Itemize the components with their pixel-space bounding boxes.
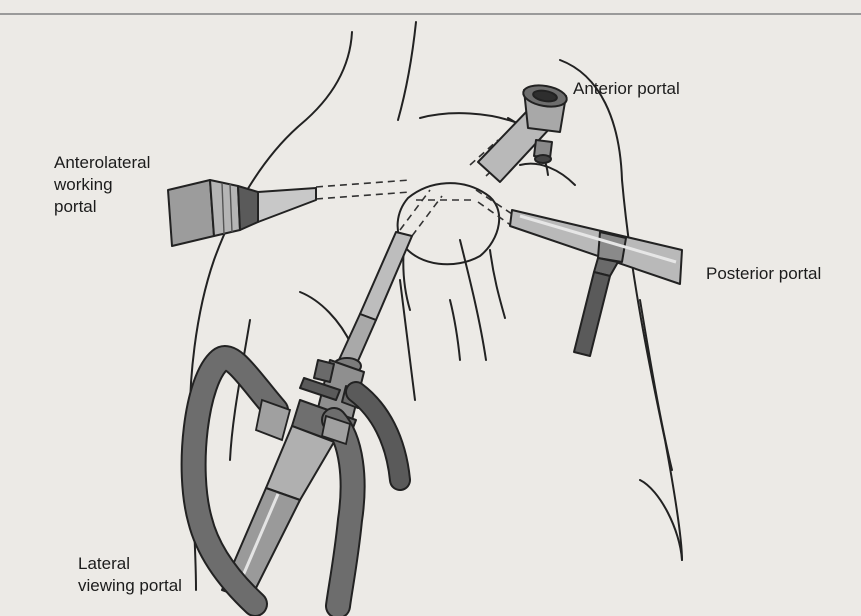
internal-paths [316, 140, 512, 236]
fold-line [450, 300, 460, 360]
posterior-internal-path-2 [478, 202, 512, 226]
anterolateral-internal-path [316, 180, 410, 187]
back-contour-right [560, 60, 682, 560]
anterolateral-portal-label-line-3: portal [54, 196, 150, 218]
anterolateral-internal-path-2 [316, 192, 410, 199]
lateral-internal-path-2 [412, 196, 442, 236]
anterolateral-portal-label-line-2: working [54, 174, 150, 196]
deltoid-line [300, 292, 352, 346]
clavicle-line [420, 113, 520, 124]
posterior-portal-label: Posterior portal [706, 263, 821, 285]
anterolateral-portal-label: Anterolateral working portal [54, 152, 150, 218]
humeral-head [398, 183, 500, 264]
lateral-internal-path [400, 190, 430, 230]
posterior-instrument [510, 210, 682, 356]
lateral-viewing-portal-label-line-1: Lateral [78, 553, 182, 575]
anterolateral-instrument [168, 180, 316, 246]
anterior-portal-label: Anterior portal [573, 78, 680, 100]
lateral-viewing-portal-label: Lateral viewing portal [78, 553, 182, 597]
lateral-viewing-portal-label-line-2: viewing portal [78, 575, 182, 597]
humerus-line-2 [460, 240, 486, 360]
neck-line [398, 22, 416, 120]
anterolateral-portal-label-line-1: Anterolateral [54, 152, 150, 174]
humeral-shaft-line [490, 250, 505, 318]
lower-back-line [640, 480, 682, 560]
back-fold [640, 300, 672, 470]
anterior-instrument [478, 82, 568, 182]
